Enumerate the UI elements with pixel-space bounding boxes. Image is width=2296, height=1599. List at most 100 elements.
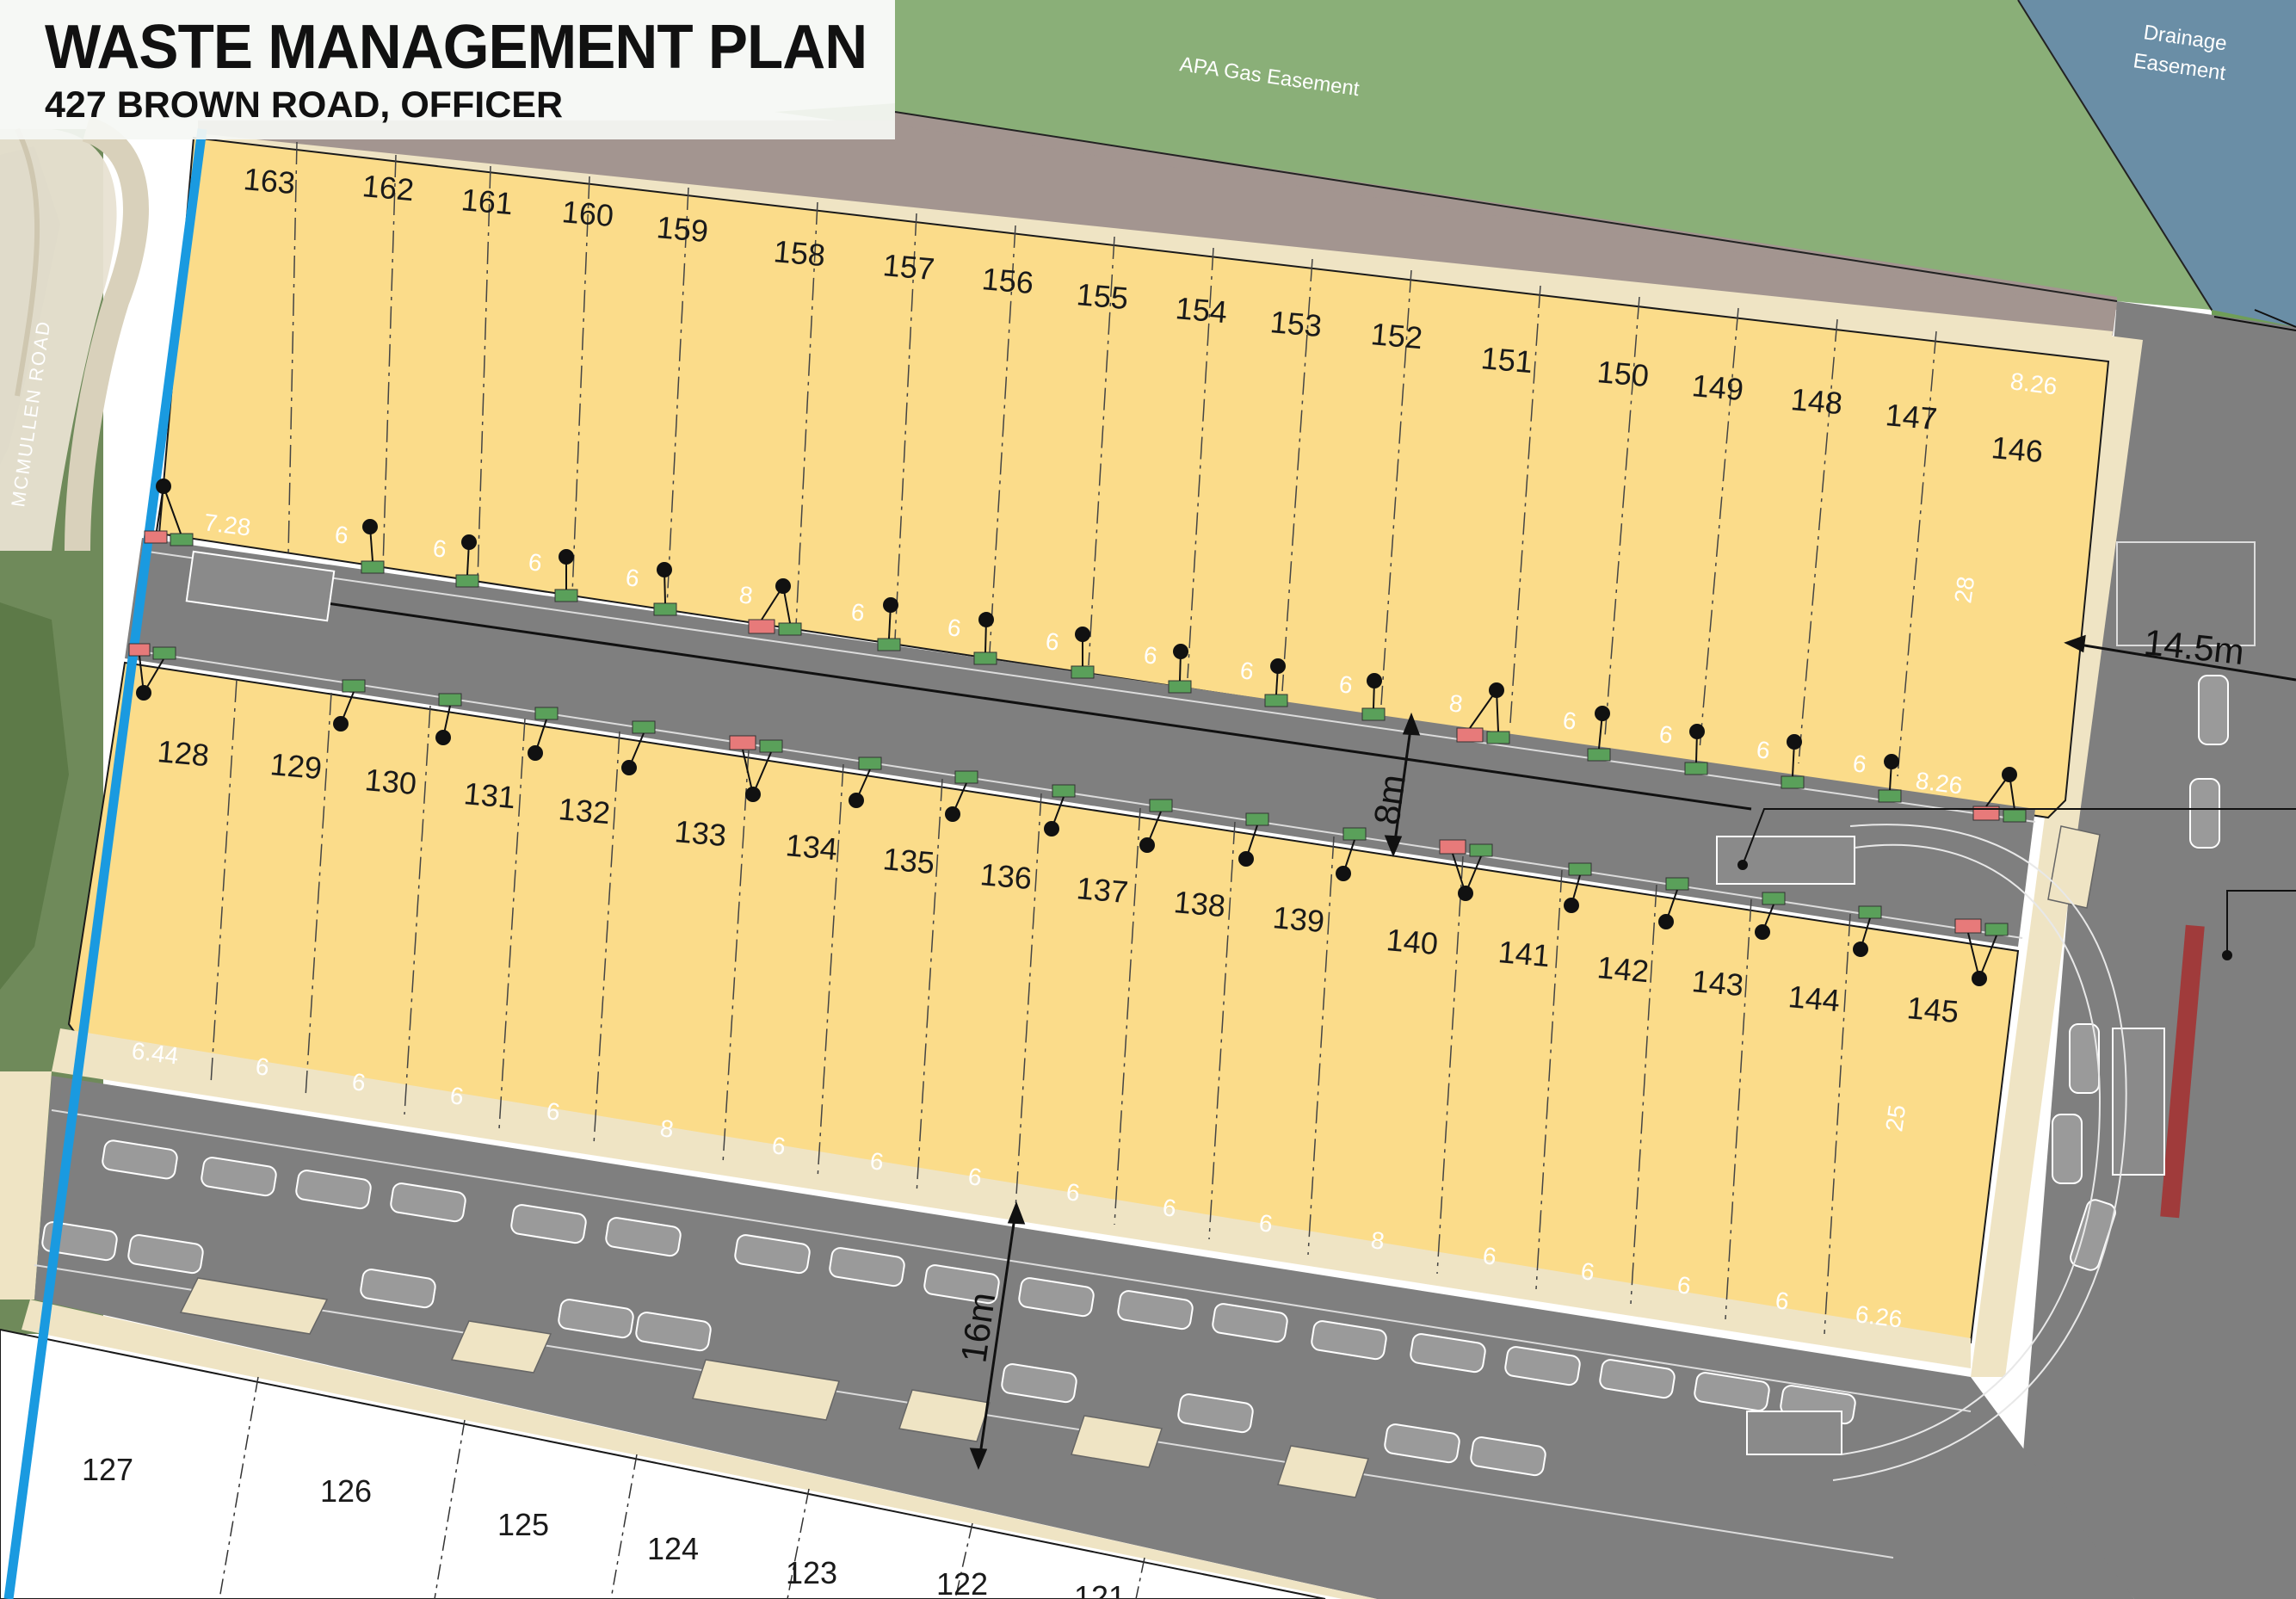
lot-number: 147 (1884, 397, 1938, 436)
collection-markers-bottom (136, 655, 1997, 986)
frontage-label: 6 (1851, 750, 1867, 778)
property-boundary (3, 128, 207, 1599)
laneway (125, 538, 2035, 947)
bus-stop-bay (2160, 924, 2205, 1219)
frontage-label: 6.44 (130, 1037, 180, 1069)
lower-footpath (52, 1028, 1971, 1368)
lot-number: 156 (980, 261, 1034, 300)
drainage-easement-label-1: Drainage (2142, 21, 2228, 55)
title-block: WASTE MANAGEMENT PLAN 427 BROWN ROAD, OF… (0, 0, 895, 139)
frontage-label: 6 (1161, 1194, 1177, 1222)
lot-number: 129 (268, 746, 323, 786)
frontage-label: 6 (1774, 1287, 1790, 1315)
lot-number: 150 (1595, 354, 1650, 393)
lot-number: 133 (673, 813, 727, 853)
lot-number: 159 (655, 209, 709, 249)
lot-number: 138 (1172, 884, 1226, 923)
frontage-label: 6 (350, 1068, 367, 1096)
lot-number: 161 (460, 182, 514, 221)
driveway-crossovers (179, 825, 2101, 1498)
lot-number: 130 (363, 762, 417, 801)
truck-side (2112, 1028, 2165, 1176)
lot-number: 163 (242, 161, 296, 201)
turning-path (1841, 843, 2102, 1455)
lot-number: 137 (1075, 870, 1129, 910)
laneway-edge-top (141, 550, 2036, 823)
bottom-lot-lines (210, 679, 1851, 1335)
left-footpath (0, 1071, 52, 1300)
lot-number: 123 (786, 1555, 837, 1590)
frontage-label: 6 (527, 548, 543, 577)
frontage-label: 6 (966, 1163, 983, 1191)
lot-number: 121 (1074, 1579, 1126, 1599)
lot-number: 151 (1479, 340, 1534, 380)
reserve-strip (198, 120, 2117, 336)
mcmullen-road-label: MCMULLEN ROAD (7, 318, 54, 508)
top-lot-lines (287, 141, 1937, 777)
frontage-label: 6 (1044, 627, 1060, 656)
dimension-lines (969, 634, 2296, 1470)
top-row-lot-numbers: 163 162 161 160 159 158 157 156 155 154 … (242, 161, 2044, 469)
frontage-label: 8 (658, 1114, 675, 1143)
bin-pair (1439, 839, 1493, 857)
truck-bottom (1746, 1411, 1842, 1455)
frontage-label: 6 (1755, 736, 1771, 764)
lot-number: 125 (497, 1507, 549, 1542)
gas-easement (775, 0, 2212, 310)
frontage-label: 6 (849, 598, 866, 627)
reserve-strip-top (895, 112, 2117, 310)
lot-number: 145 (1905, 990, 1960, 1029)
lot-number: 160 (560, 194, 614, 233)
lot-number: 139 (1271, 899, 1325, 939)
lot-number: 157 (881, 247, 935, 287)
lot-number: 132 (557, 791, 611, 830)
frontage-label: 6 (1065, 1178, 1081, 1207)
frontage-label: 6 (1657, 720, 1674, 749)
lot-number: 126 (320, 1473, 372, 1509)
mcmullen-road-path (65, 116, 149, 552)
drainage-easement-label-2: Easement (2132, 49, 2227, 85)
lot-number: 155 (1075, 276, 1129, 316)
lot-number: 148 (1789, 381, 1843, 421)
lot-number: 162 (361, 168, 415, 207)
bin-pair (1954, 918, 2009, 936)
side-road-width-label: 14.5m (2142, 621, 2246, 672)
frontage-label: 8 (1369, 1226, 1386, 1255)
frontage-label: 6 (431, 534, 447, 563)
bin-pair (128, 643, 176, 660)
frontage-label: 6 (868, 1147, 885, 1176)
top-frontage-labels: 7.28 6 6 6 6 8 6 6 6 6 6 6 8 6 6 6 6 8.2… (202, 509, 1964, 799)
frontage-label: 6 (448, 1082, 465, 1110)
truck-lane-end (1716, 836, 1855, 885)
upper-footpath (198, 133, 2113, 361)
lot-number: 124 (647, 1531, 699, 1566)
lot-number: 153 (1268, 304, 1323, 343)
drainage-easement (2018, 0, 2296, 379)
gas-easement-label: APA Gas Easement (1178, 52, 1361, 101)
lot-number: 128 (156, 733, 210, 773)
lane-width-label: 8m (1366, 772, 1413, 827)
lower-lot-lines (219, 1376, 1145, 1599)
truck-lane-start (185, 550, 336, 622)
lot-number: 140 (1385, 922, 1439, 961)
side-road-island (2116, 541, 2256, 646)
frontage-label: 6 (333, 521, 349, 549)
mcmullen-road (0, 129, 117, 551)
frontage-label: 6 (1257, 1209, 1274, 1238)
lot-number: 141 (1497, 934, 1551, 973)
frontage-label-146-rear: 8.26 (2009, 367, 2058, 399)
lot-number: 152 (1369, 316, 1423, 355)
lot-number: 142 (1595, 949, 1650, 989)
bin-pair (1456, 727, 1510, 744)
frontage-label: 6 (1561, 707, 1577, 735)
page-subtitle: 427 BROWN ROAD, OFFICER (45, 84, 564, 126)
mcmullen-road-edge (15, 127, 40, 397)
frontage-label: 6 (545, 1097, 561, 1126)
frontage-label: 6 (624, 564, 640, 592)
lower-lots-block (0, 1328, 1326, 1599)
lot-number: 158 (772, 233, 826, 273)
truck-path (249, 590, 1752, 811)
lot-number: 135 (881, 841, 935, 880)
